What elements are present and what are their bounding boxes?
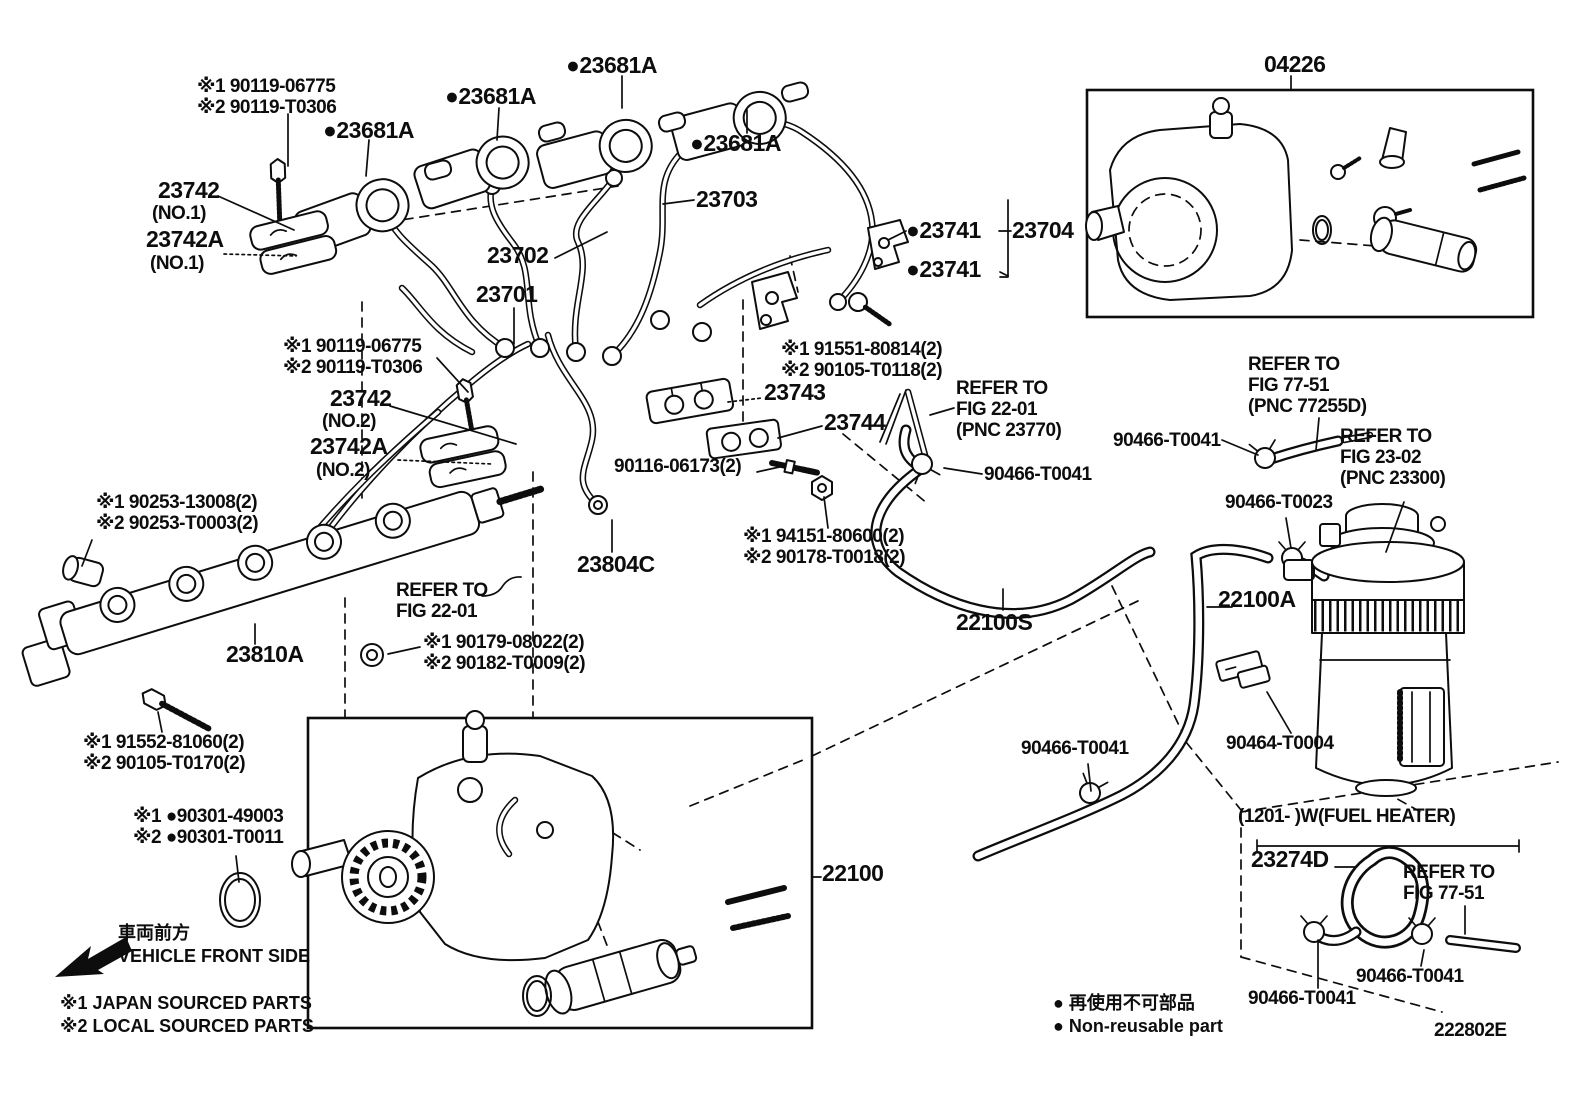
label-pipe-23703: 23703 xyxy=(696,186,758,212)
label-clamp-23742-no2: 23742 xyxy=(330,385,392,411)
pump-kit-box-04226 xyxy=(1085,88,1535,319)
label-clamp-23742a-no1-sub: (NO.1) xyxy=(150,253,205,274)
label-oring-90301-set: ※1 ●90301-49003 ※2 ●90301-T0011 xyxy=(133,806,284,848)
label-bolt-90119-set1: ※1 90119-06775 ※2 90119-T0306 xyxy=(197,76,337,118)
label-bracket-23741-lower: ●23741 xyxy=(906,256,981,282)
label-pipe-23704: 23704 xyxy=(1012,217,1074,243)
o-ring-90301 xyxy=(219,872,261,928)
label-bracket-23741-upper: ●23741 xyxy=(906,217,981,243)
clamp-23742-no2 xyxy=(419,425,507,489)
clamp-block-drawings xyxy=(249,210,1271,689)
label-nut-90179-set: ※1 90179-08022(2) ※2 90182-T0009(2) xyxy=(423,632,586,674)
nut-90179 xyxy=(360,643,384,667)
label-pipe-23804c: 23804C xyxy=(577,551,655,577)
label-kit-04226: 04226 xyxy=(1264,51,1326,77)
label-pump-22100: 22100 xyxy=(822,860,884,886)
leader-lines xyxy=(81,75,1466,989)
supply-pump-box-22100 xyxy=(291,710,814,1030)
label-clamp-90466-t0041-a: 90466-T0041 xyxy=(984,464,1092,485)
label-clamp-23742-no1: 23742 xyxy=(158,177,220,203)
label-seal-23681a-1: ●23681A xyxy=(323,117,414,143)
label-clamp-90466-t0041-d: 90466-T0041 xyxy=(1356,966,1464,987)
label-rail-23810a: 23810A xyxy=(226,641,304,667)
label-clamp-90466-t0023: 90466-T0023 xyxy=(1225,492,1333,513)
label-fuel-heater-note: (1201- )W(FUEL HEATER) xyxy=(1238,806,1456,827)
fuel-filter-drawing xyxy=(1283,503,1465,797)
label-grommet-90253-set: ※1 90253-13008(2) ※2 90253-T0003(2) xyxy=(96,492,259,534)
label-seal-23681a-2: ●23681A xyxy=(445,83,536,109)
clamp-23742-no1 xyxy=(249,210,338,275)
label-bolt-90119-set2: ※1 90119-06775 ※2 90119-T0306 xyxy=(283,336,423,378)
label-refer-fig22-01-pnc23770: REFER TO FIG 22-01 (PNC 23770) xyxy=(956,378,1062,441)
label-hose-23274d: 23274D xyxy=(1251,846,1329,872)
clamp-23743 xyxy=(645,377,735,425)
label-vehicle-front-side: 車両前方 VEHICLE FRONT SIDE xyxy=(118,923,311,966)
label-clamp-90466-t0041-b: 90466-T0041 xyxy=(1113,430,1221,451)
bolt-91552 xyxy=(141,688,213,733)
label-refer-fig77-51-pnc77255d: REFER TO FIG 77-51 (PNC 77255D) xyxy=(1248,354,1367,417)
stud-90116 xyxy=(769,459,820,476)
label-hose-22100s: 22100S xyxy=(956,609,1033,635)
label-refer-fig22-01-rail: REFER TO FIG 22-01 xyxy=(396,580,488,622)
label-non-reusable-legend: ● 再使用不可部品 ● Non-reusable part xyxy=(1053,993,1223,1036)
fastener-drawings xyxy=(62,158,892,928)
label-bracket-90464-t0004: 90464-T0004 xyxy=(1226,733,1334,754)
label-refer-fig77-51-heater: REFER TO FIG 77-51 xyxy=(1403,862,1495,904)
label-bolt-91552-set: ※1 91552-81060(2) ※2 90105-T0170(2) xyxy=(83,732,246,774)
injector-drawings xyxy=(293,81,810,255)
label-clamp-23742a-no2: 23742A xyxy=(310,433,388,459)
bracket-90464 xyxy=(1215,650,1271,689)
label-seal-23681a-4: ●23681A xyxy=(690,130,781,156)
label-clamp-90466-t0041-c: 90466-T0041 xyxy=(1021,738,1129,759)
fuel-rail-drawing xyxy=(21,485,546,687)
label-seal-23681a-3: ●23681A xyxy=(566,52,657,78)
label-clamp-90466-t0041-e: 90466-T0041 xyxy=(1248,988,1356,1009)
label-clamp-23742-no1-sub: (NO.1) xyxy=(152,203,207,224)
label-refer-fig23-02-pnc23300: REFER TO FIG 23-02 (PNC 23300) xyxy=(1340,426,1446,489)
injection-pipes-drawing xyxy=(288,117,876,566)
bracket-23741-lower xyxy=(751,271,798,330)
fuel-heater-panel xyxy=(1256,839,1520,853)
label-bolt-91551-set: ※1 91551-80814(2) ※2 90105-T0118(2) xyxy=(781,339,943,381)
grommet-90253 xyxy=(62,555,104,588)
label-clamp-23744: 23744 xyxy=(824,409,886,435)
label-clamp-23742-no2-sub: (NO.2) xyxy=(322,411,377,432)
clamp-23744 xyxy=(705,418,782,460)
label-stud-90116: 90116-06173(2) xyxy=(614,456,742,477)
vehicle-front-arrow xyxy=(55,937,132,977)
label-hose-22100a: 22100A xyxy=(1218,586,1296,612)
bolt-90119-no1 xyxy=(269,158,287,227)
label-clamp-23742a-no2-sub: (NO.2) xyxy=(316,460,371,481)
label-clamp-23742a-no1: 23742A xyxy=(146,226,224,252)
label-nut-94151-set: ※1 94151-80600(2) ※2 90178-T0018(2) xyxy=(743,526,906,568)
label-clamp-23743: 23743 xyxy=(764,379,826,405)
label-figure-code-222802e: 222802E xyxy=(1434,1020,1507,1041)
label-sourcing-notes: ※1 JAPAN SOURCED PARTS ※2 LOCAL SOURCED … xyxy=(60,993,314,1036)
nozzle-tip-drawings xyxy=(423,81,810,181)
bracket-23741-upper xyxy=(867,219,909,270)
bolt-91551 xyxy=(848,292,892,327)
label-pipe-23701: 23701 xyxy=(476,281,538,307)
label-pipe-23702: 23702 xyxy=(487,242,549,268)
hose-clamp-drawings xyxy=(911,439,1436,945)
nut-94151 xyxy=(811,475,833,501)
